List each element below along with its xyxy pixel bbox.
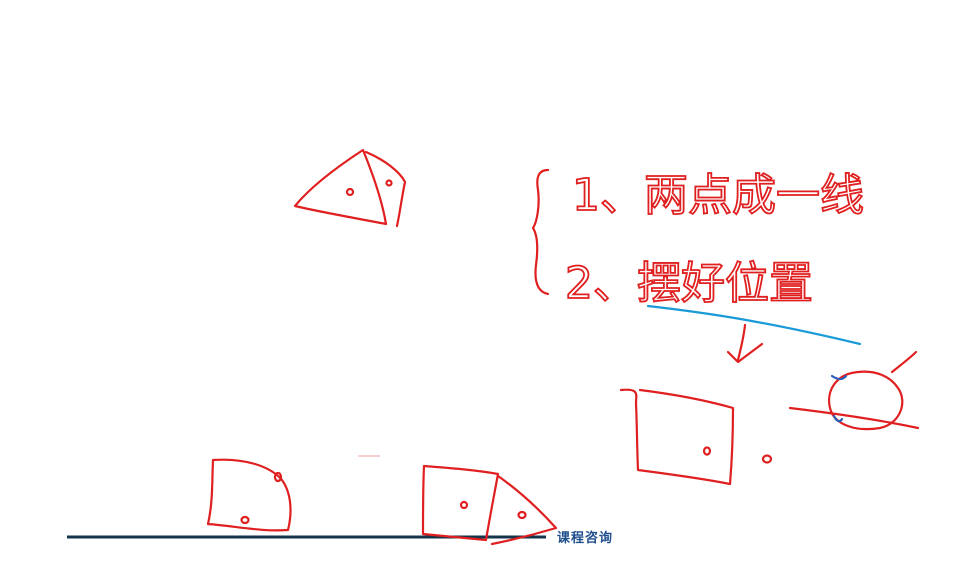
down-arrow [726, 323, 764, 364]
quarter-shape-sketch [206, 458, 292, 532]
brace-sketch [531, 168, 550, 296]
rectangle-sketch [619, 388, 773, 486]
course-consult-link[interactable]: 课程咨询 [557, 531, 614, 546]
note-line-1: 1、两点成一线 [572, 170, 864, 221]
square-triangle-sketch [421, 464, 558, 546]
triangle-sketch [293, 148, 407, 228]
circle-on-line-sketch [788, 350, 920, 431]
note-line-2: 2、摆好位置 [565, 258, 813, 309]
blue-underline [646, 304, 862, 346]
